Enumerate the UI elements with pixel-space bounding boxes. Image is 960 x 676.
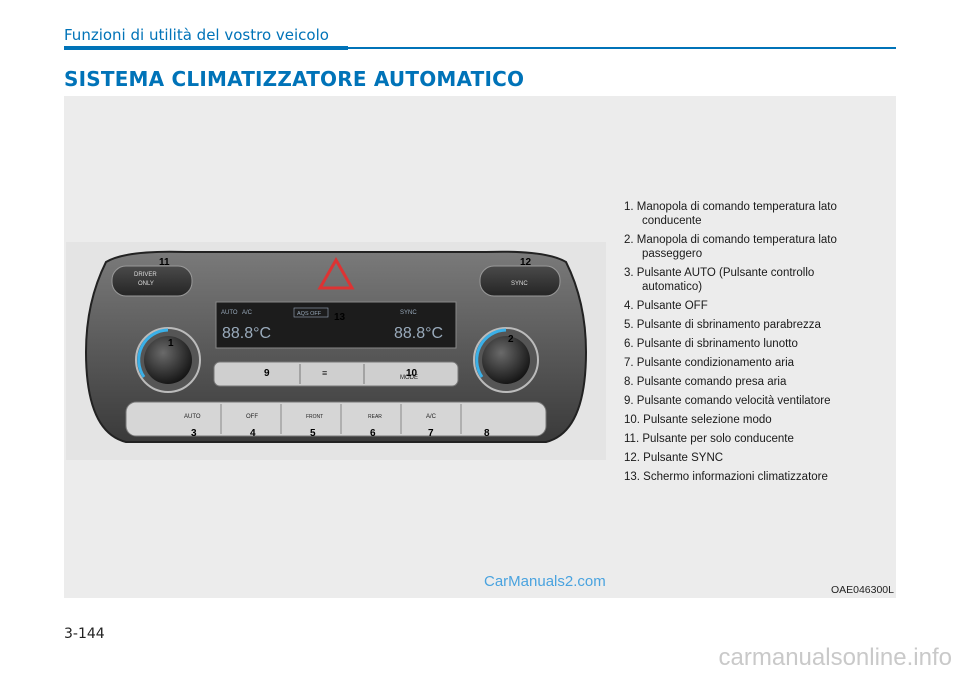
callout-1: 1 [168, 338, 174, 349]
rear-label: REAR [368, 414, 382, 420]
driver-only-button [111, 265, 193, 297]
display-auto: AUTO [221, 310, 238, 316]
legend-item: 1. Manopola di comando temperatura lato … [624, 201, 837, 227]
legend-item: 6. Pulsante di sbrinamento lunotto [624, 338, 798, 350]
callout-11: 11 [159, 257, 170, 268]
knob-driver [144, 336, 192, 384]
hazard-icon [317, 256, 355, 290]
legend-item: 8. Pulsante comando presa aria [624, 376, 787, 388]
legend-list: 1. Manopola di comando temperatura lato … [624, 200, 874, 489]
callout-4: 4 [250, 428, 256, 439]
callout-12: 12 [520, 257, 532, 268]
section-header: Funzioni di utilità del vostro veicolo [64, 26, 329, 44]
page-number: 3-144 [64, 626, 105, 642]
driver-only-label-2: ONLY [138, 281, 154, 287]
legend-item: 10. Pulsante selezione modo [624, 414, 772, 426]
ac-label: A/C [426, 414, 437, 420]
display-aqs: AQS OFF [297, 311, 322, 317]
driver-only-label-1: DRIVER [134, 272, 157, 278]
mode-label: MODE [400, 375, 418, 381]
auto-label: AUTO [184, 414, 201, 420]
display-temp-right: 88.8°C [394, 325, 443, 342]
callout-2: 2 [508, 334, 514, 345]
svg-text:≡: ≡ [322, 368, 327, 378]
middle-row [213, 361, 459, 387]
footer-watermark: carmanualsonline.info [718, 644, 952, 671]
climate-panel-drawing: DRIVER ONLY SYNC AUTO A/C AQS OFF SYNC 8… [84, 250, 588, 443]
callout-7: 7 [428, 428, 434, 439]
callout-numbers: 11 12 13 1 2 9 10 3 4 5 6 7 8 [159, 257, 532, 439]
figure-code: OAE046300L [830, 584, 894, 596]
knob-right-ring [475, 328, 507, 378]
legend-item: 5. Pulsante di sbrinamento parabrezza [624, 319, 821, 331]
sync-label: SYNC [511, 281, 528, 287]
header-rule-thick [64, 46, 348, 50]
callout-13: 13 [334, 312, 346, 323]
knob-passenger [482, 336, 530, 384]
front-label: FRONT [306, 414, 323, 420]
legend-item: 3. Pulsante AUTO (Pulsante controllo aut… [624, 267, 815, 293]
sync-button [479, 265, 561, 297]
callout-10: 10 [406, 368, 418, 379]
callout-9: 9 [264, 368, 270, 379]
display-ac: A/C [242, 310, 253, 316]
callout-6: 6 [370, 428, 376, 439]
callout-5: 5 [310, 428, 316, 439]
page-title: SISTEMA CLIMATIZZATORE AUTOMATICO [64, 67, 525, 91]
legend-item: 2. Manopola di comando temperatura lato … [624, 234, 837, 260]
legend-item: 13. Schermo informazioni climatizzatore [624, 471, 828, 483]
bottom-row [125, 401, 547, 437]
off-label: OFF [246, 414, 258, 420]
callout-3: 3 [191, 428, 197, 439]
legend-item: 11. Pulsante per solo conducente [624, 433, 794, 445]
climate-panel-illustration: DRIVER ONLY SYNC AUTO A/C AQS OFF SYNC 8… [66, 242, 606, 460]
info-display [215, 301, 457, 349]
callout-8: 8 [484, 428, 490, 439]
figure: DRIVER ONLY SYNC AUTO A/C AQS OFF SYNC 8… [64, 96, 896, 598]
legend-item: 7. Pulsante condizionamento aria [624, 357, 795, 369]
legend-item: 4. Pulsante OFF [624, 300, 708, 312]
legend-item: 9. Pulsante comando velocità ventilatore [624, 395, 831, 407]
display-sync: SYNC [400, 310, 417, 316]
knob-left-ring [137, 328, 169, 378]
legend-item: 12. Pulsante SYNC [624, 452, 724, 464]
watermark-link[interactable]: CarManuals2.com [484, 573, 606, 590]
display-temp-left: 88.8°C [222, 325, 271, 342]
header-rule-thin [348, 47, 896, 49]
